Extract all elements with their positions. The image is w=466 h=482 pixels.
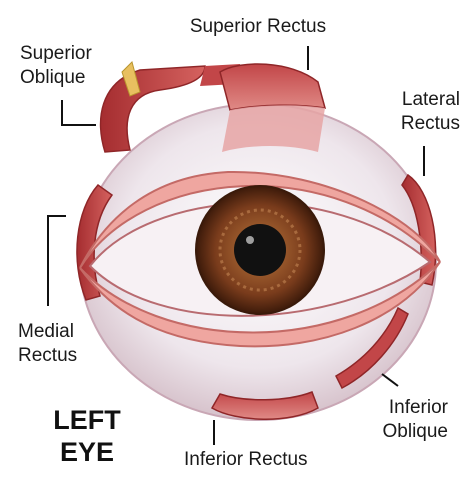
diagram-title-line1: LEFT (32, 404, 142, 436)
label-inferior-rectus: Inferior Rectus (184, 448, 364, 472)
diagram-title: LEFT EYE (32, 404, 142, 468)
label-inferior-oblique-line2: Oblique (332, 420, 448, 444)
label-superior-oblique-line1: Superior (20, 42, 140, 66)
leader-superior-oblique (62, 100, 96, 125)
label-inferior-oblique-line1: Inferior (332, 396, 448, 420)
label-lateral-rectus: Lateral Rectus (350, 88, 460, 136)
label-lateral-rectus-line2: Rectus (350, 112, 460, 136)
label-superior-rectus: Superior Rectus (158, 15, 358, 39)
pupil (234, 224, 286, 276)
label-medial-rectus: Medial Rectus (18, 320, 128, 368)
label-inferior-oblique: Inferior Oblique (332, 396, 448, 444)
superior-rectus-muscle (220, 64, 325, 152)
label-lateral-rectus-line1: Lateral (350, 88, 460, 112)
leader-inferior-oblique (382, 374, 398, 386)
leader-medial-rectus (48, 216, 66, 306)
label-medial-rectus-line1: Medial (18, 320, 128, 344)
diagram-title-line2: EYE (32, 436, 142, 468)
label-medial-rectus-line2: Rectus (18, 344, 128, 368)
label-superior-oblique: Superior Oblique (20, 42, 140, 90)
label-superior-oblique-line2: Oblique (20, 66, 140, 90)
